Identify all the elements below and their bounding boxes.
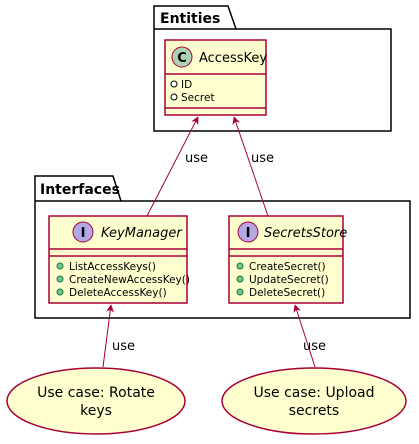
relation-label: use [251,151,274,166]
method-marker-icon [236,275,244,283]
interface-key-manager[interactable]: I KeyManager ListAccessKeys() CreateNewA… [48,215,190,304]
method-delete-secret: DeleteSecret() [249,287,325,299]
relation-label: use [112,339,135,354]
usecase-rotate-keys[interactable]: Use case: Rotate keys [6,367,186,435]
relation-label: use [303,339,326,354]
usecase-upload-line1: Use case: Upload [253,385,374,401]
usecase-upload-secrets[interactable]: Use case: Upload secrets [221,367,407,435]
method-marker-icon [56,275,64,283]
relation-label: use [185,151,208,166]
class-access-key[interactable]: C AccessKey ID Secret [164,39,267,116]
method-list-access-keys: ListAccessKeys() [69,261,156,273]
method-marker-icon [56,288,64,296]
usecase-upload-line2: secrets [289,403,339,419]
method-create-secret: CreateSecret() [249,261,326,273]
interface-stereotype-glyph: I [246,226,251,241]
interface-secrets-store-name: SecretsStore [264,226,347,241]
usecase-rotate-line2: keys [80,403,112,419]
relation-upload-uses-secrets-store: use [293,304,326,368]
field-marker-icon [170,93,178,101]
method-update-secret: UpdateSecret() [249,274,329,286]
relation-rotate-uses-key-manager: use [102,304,135,368]
package-entities-label: Entities [160,11,220,27]
method-marker-icon [236,262,244,270]
field-secret: Secret [181,92,215,104]
interface-stereotype-icon [72,221,94,243]
field-marker-icon [170,80,178,88]
class-access-key-name: AccessKey [199,51,267,66]
method-marker-icon [236,288,244,296]
interface-stereotype-icon [237,221,259,243]
method-delete-access-key: DeleteAccessKey() [69,287,167,299]
relation-key-manager-uses-access-key: use [146,116,208,217]
relation-secrets-store-uses-access-key: use [232,116,274,217]
package-interfaces-label: Interfaces [40,182,120,198]
class-stereotype-icon [171,46,193,68]
interface-key-manager-name: KeyManager [101,226,183,241]
method-marker-icon [56,262,64,270]
interface-stereotype-glyph: I [81,226,86,241]
class-stereotype-glyph: C [177,51,187,66]
field-id: ID [181,79,192,91]
interface-secrets-store[interactable]: I SecretsStore CreateSecret() UpdateSecr… [228,215,347,304]
usecase-rotate-line1: Use case: Rotate [37,385,155,401]
method-create-new-access-key: CreateNewAccessKey() [69,274,190,286]
